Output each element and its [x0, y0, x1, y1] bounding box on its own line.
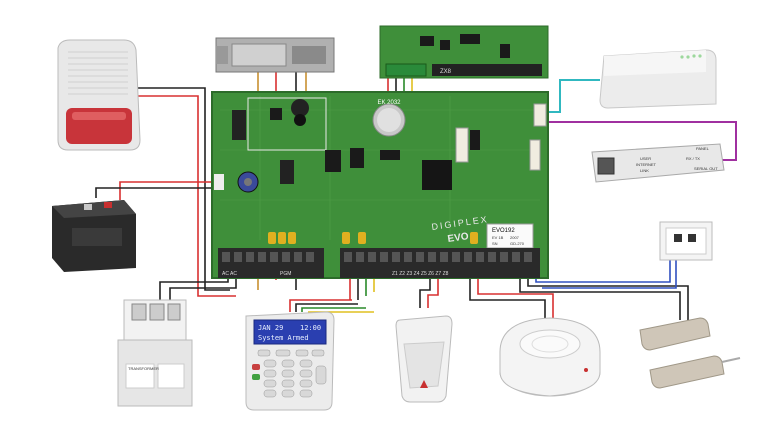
terminal-label-ac: AC AC: [222, 271, 237, 277]
ip-label-panel: PANEL: [696, 146, 710, 151]
wireless-receiver: [599, 49, 717, 109]
expansion-label: ZX8: [440, 69, 452, 75]
sticker-line-4: GD-270: [510, 241, 525, 246]
smoke-detector: [499, 317, 601, 397]
ip-label-user: USER: [640, 156, 651, 161]
lcd-time: 12:00: [300, 324, 321, 332]
terminal-label-zones: Z1 Z2 Z3 Z4 Z5 Z6 Z7 Z8: [392, 271, 449, 277]
board-model: EVO: [447, 231, 470, 245]
lcd-date: JAN 29: [258, 324, 283, 332]
ip-label-rxtx: RX / TX: [686, 156, 700, 161]
sticker-line-1: EV 1B: [492, 235, 504, 240]
lcd-keypad: JAN 29 12:00 System Armed: [245, 311, 335, 411]
chip-label: EK 2032: [377, 100, 401, 106]
ip-label-serial: SERIAL OUT: [694, 166, 718, 171]
motion-detector: [395, 315, 453, 403]
sticker-line-2: 2007: [510, 235, 520, 240]
backup-battery: [52, 200, 136, 272]
ip-label-internet: INTERNET: [636, 162, 657, 167]
transformer: TRANSFORMER: [117, 299, 193, 407]
terminal-label-pgm: PGM: [280, 271, 291, 277]
electric-door-strike: [215, 37, 335, 73]
outdoor-siren: [57, 39, 141, 151]
sticker-title: EVO192: [492, 228, 515, 234]
ip-communication-module: USER INTERNET LINK PANEL RX / TX SERIAL …: [591, 143, 725, 183]
phone-wall-jack: [659, 221, 713, 261]
transformer-label: TRANSFORMER: [128, 366, 159, 371]
zone-expansion-module: ZX8: [379, 25, 549, 79]
ip-label-link: LINK: [640, 168, 649, 173]
magnetic-door-contact: [639, 317, 741, 389]
lcd-status: System Armed: [258, 334, 309, 342]
sticker-line-3: SN: [492, 241, 498, 246]
control-panel-board: EK 2032 EVO192 EV 1B 2007 SN GD-27: [211, 91, 549, 279]
terminal-blocks: AC AC PGM Z1 Z2 Z3 Z4 Z5 Z6 Z7 Z8: [218, 248, 540, 278]
